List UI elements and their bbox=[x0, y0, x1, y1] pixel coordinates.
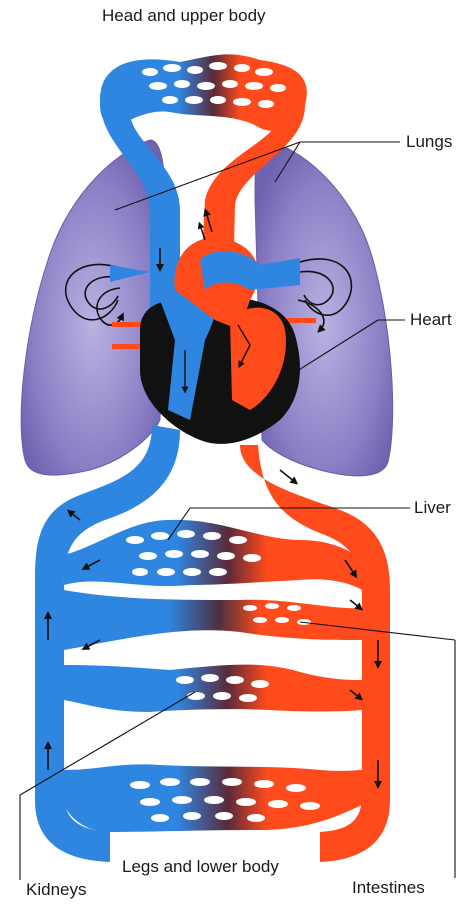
label-head-and-upper-body: Head and upper body bbox=[102, 6, 266, 25]
capillary-holes bbox=[126, 530, 320, 822]
label-lungs: Lungs bbox=[406, 132, 453, 151]
right-lung bbox=[254, 139, 394, 477]
label-legs-and-lower-body: Legs and lower body bbox=[122, 857, 279, 876]
label-intestines: Intestines bbox=[352, 878, 425, 897]
heart-graphic bbox=[140, 221, 300, 444]
flow-arrows bbox=[44, 208, 382, 789]
label-heart: Heart bbox=[410, 310, 452, 329]
lungs-group bbox=[20, 139, 394, 477]
head-capillary-bed bbox=[100, 54, 307, 131]
label-liver: Liver bbox=[414, 498, 451, 517]
label-kidneys: Kidneys bbox=[26, 880, 87, 899]
lung-airflow-lines bbox=[64, 258, 353, 333]
leader-lines bbox=[19, 141, 456, 880]
